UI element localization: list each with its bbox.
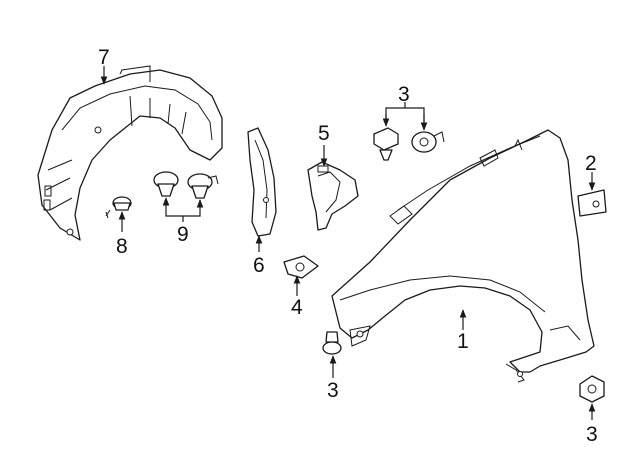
fender-liner [37, 65, 223, 241]
callouts: 1 2 3 3 3 4 5 6 7 8 9 [98, 46, 598, 446]
callout-5: 5 [318, 122, 330, 145]
callout-4: 4 [291, 296, 303, 319]
callout-7: 7 [98, 46, 110, 69]
callout-6: 6 [253, 254, 265, 277]
callout-1: 1 [457, 330, 469, 353]
reinforcement-bracket [307, 161, 359, 231]
callout-2: 2 [585, 152, 597, 175]
bolt-upper-right [411, 131, 445, 153]
leader-lines [100, 66, 596, 420]
insulator [247, 127, 277, 237]
retainers [153, 171, 219, 199]
bolt-lower-right [579, 375, 605, 403]
callout-3-bottom-left: 3 [327, 379, 339, 402]
bolt-upper-left [373, 127, 399, 161]
bolt-lower-left [322, 331, 342, 355]
clip-nut [283, 255, 319, 279]
liner-screw [105, 196, 132, 219]
callout-9: 9 [177, 223, 189, 246]
callout-8: 8 [116, 235, 128, 258]
callout-3-top: 3 [398, 83, 410, 106]
front-fender [331, 129, 595, 383]
callout-3-bottom-right: 3 [586, 423, 598, 446]
small-bracket [577, 189, 607, 217]
